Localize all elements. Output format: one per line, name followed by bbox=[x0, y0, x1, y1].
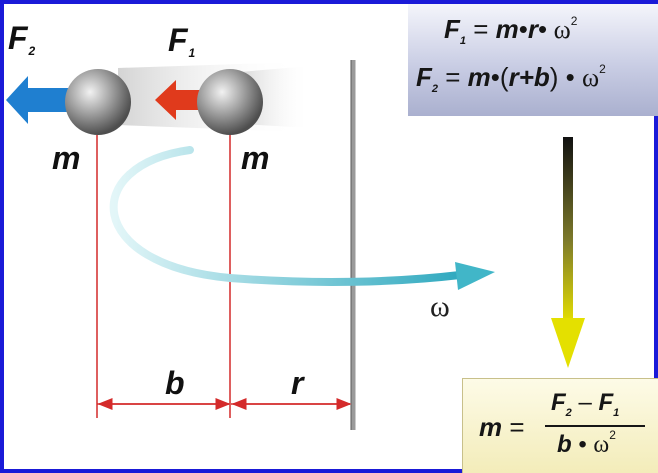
result-arrow-head bbox=[551, 318, 585, 368]
arrow-F1 bbox=[155, 80, 208, 120]
arrow-F2 bbox=[6, 76, 70, 124]
result-numerator: F2 – F1 bbox=[551, 389, 620, 419]
formula-F1: F1 = m•r• ω2 bbox=[444, 14, 578, 47]
result-arrow-shaft bbox=[563, 137, 573, 325]
label-mass-left: m bbox=[52, 140, 81, 176]
mass-right-ball bbox=[197, 69, 263, 135]
mass-left-ball bbox=[65, 69, 131, 135]
result-lhs: m = bbox=[479, 412, 525, 442]
rotation-arrow bbox=[109, 146, 464, 286]
label-mass-right: m bbox=[241, 140, 270, 176]
formula-box: F1 = m•r• ω2 F2 = m•(r+b) • ω2 bbox=[408, 4, 658, 116]
label-F2: F2 bbox=[8, 20, 36, 58]
label-omega: ω bbox=[430, 290, 450, 323]
fraction-bar bbox=[545, 425, 645, 427]
result-denominator: b • ω2 bbox=[557, 428, 616, 458]
label-F1: F1 bbox=[168, 22, 196, 60]
label-r: r bbox=[291, 365, 304, 401]
label-b: b bbox=[165, 365, 185, 401]
formula-F2: F2 = m•(r+b) • ω2 bbox=[416, 62, 606, 95]
result-box: m = F2 – F1 b • ω2 bbox=[462, 378, 658, 473]
rotation-arrowhead bbox=[455, 262, 495, 290]
